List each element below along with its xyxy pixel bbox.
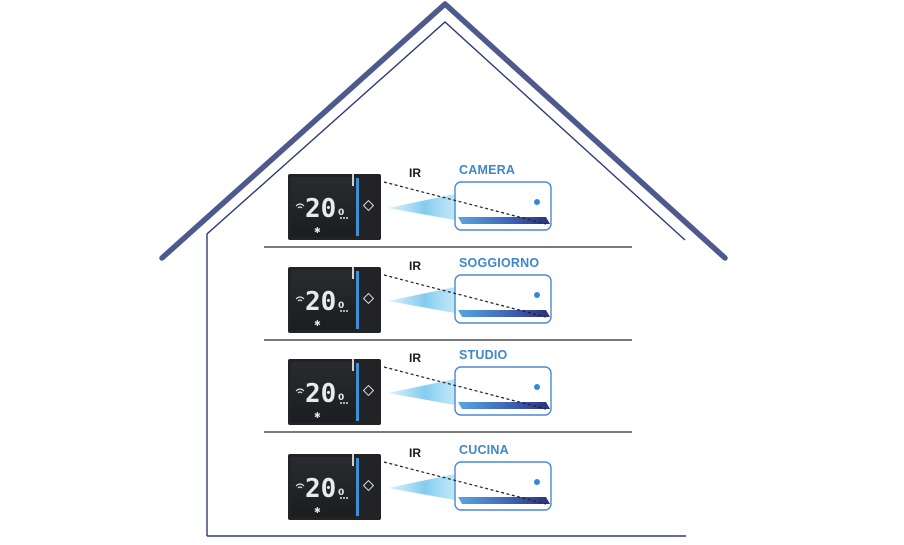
ir-signal-line — [383, 366, 547, 410]
wifi-icon — [295, 296, 305, 302]
status-dot — [346, 217, 348, 219]
thermostat-temperature: 20 — [305, 287, 336, 317]
ac-louver — [458, 402, 550, 409]
settings-icon — [362, 479, 375, 492]
wifi-icon — [295, 203, 305, 209]
thermostat-temperature-decimal: 0 — [338, 208, 344, 218]
status-dot — [340, 402, 342, 404]
room-label: STUDIO — [459, 348, 508, 362]
snowflake-icon: ✱ — [314, 411, 321, 420]
ac-led-icon — [534, 199, 540, 205]
status-dot — [340, 217, 342, 219]
snowflake-icon: ✱ — [314, 226, 321, 235]
air-conditioner[interactable] — [454, 181, 552, 231]
status-dot — [340, 310, 342, 312]
air-conditioner[interactable] — [454, 274, 552, 324]
ir-signal-line — [383, 274, 547, 318]
roof-line — [159, 1, 728, 261]
wifi-icon — [295, 388, 305, 394]
ir-label: IR — [409, 166, 421, 180]
ac-led-icon — [534, 479, 540, 485]
ac-led-icon — [534, 292, 540, 298]
status-dot — [343, 497, 345, 499]
house-outline — [206, 21, 686, 536]
thermostat-temperature: 20 — [305, 474, 336, 504]
settings-icon — [362, 384, 375, 397]
thermostat-temperature-decimal: 0 — [338, 393, 344, 403]
ir-signal-line — [383, 181, 547, 225]
status-dot — [343, 402, 345, 404]
ir-label: IR — [409, 259, 421, 273]
thermostat-accent-bar — [356, 363, 359, 421]
air-conditioner[interactable] — [454, 461, 552, 511]
ir-beam — [388, 194, 455, 220]
thermostat-top-marker — [352, 267, 354, 279]
ir-beam — [388, 474, 455, 500]
status-dot — [346, 497, 348, 499]
thermostat-temperature: 20 — [305, 379, 336, 409]
ir-signal-line — [383, 461, 547, 505]
ir-beam — [388, 379, 455, 405]
room-label: CUCINA — [459, 443, 509, 457]
snowflake-icon: ✱ — [314, 506, 321, 515]
status-dot — [346, 310, 348, 312]
status-dot — [343, 310, 345, 312]
status-dot — [343, 217, 345, 219]
settings-icon — [362, 199, 375, 212]
ac-louver — [458, 310, 550, 317]
ac-louver — [458, 217, 550, 224]
thermostat-accent-bar — [356, 458, 359, 516]
ir-label: IR — [409, 351, 421, 365]
thermostat-top-marker — [352, 454, 354, 466]
room-label: CAMERA — [459, 163, 515, 177]
thermostat-accent-bar — [356, 271, 359, 329]
thermostat-temperature-decimal: 0 — [338, 301, 344, 311]
ir-label: IR — [409, 446, 421, 460]
ir-beam — [388, 287, 455, 313]
status-dot — [340, 497, 342, 499]
snowflake-icon: ✱ — [314, 319, 321, 328]
wifi-icon — [295, 483, 305, 489]
thermostat-top-marker — [352, 359, 354, 371]
settings-icon — [362, 292, 375, 305]
ac-led-icon — [534, 384, 540, 390]
thermostat-accent-bar — [356, 178, 359, 236]
thermostat-top-marker — [352, 174, 354, 186]
status-dot — [346, 402, 348, 404]
air-conditioner[interactable] — [454, 366, 552, 416]
thermostat-temperature-decimal: 0 — [338, 488, 344, 498]
thermostat-temperature: 20 — [305, 194, 336, 224]
room-label: SOGGIORNO — [459, 256, 539, 270]
ac-louver — [458, 497, 550, 504]
